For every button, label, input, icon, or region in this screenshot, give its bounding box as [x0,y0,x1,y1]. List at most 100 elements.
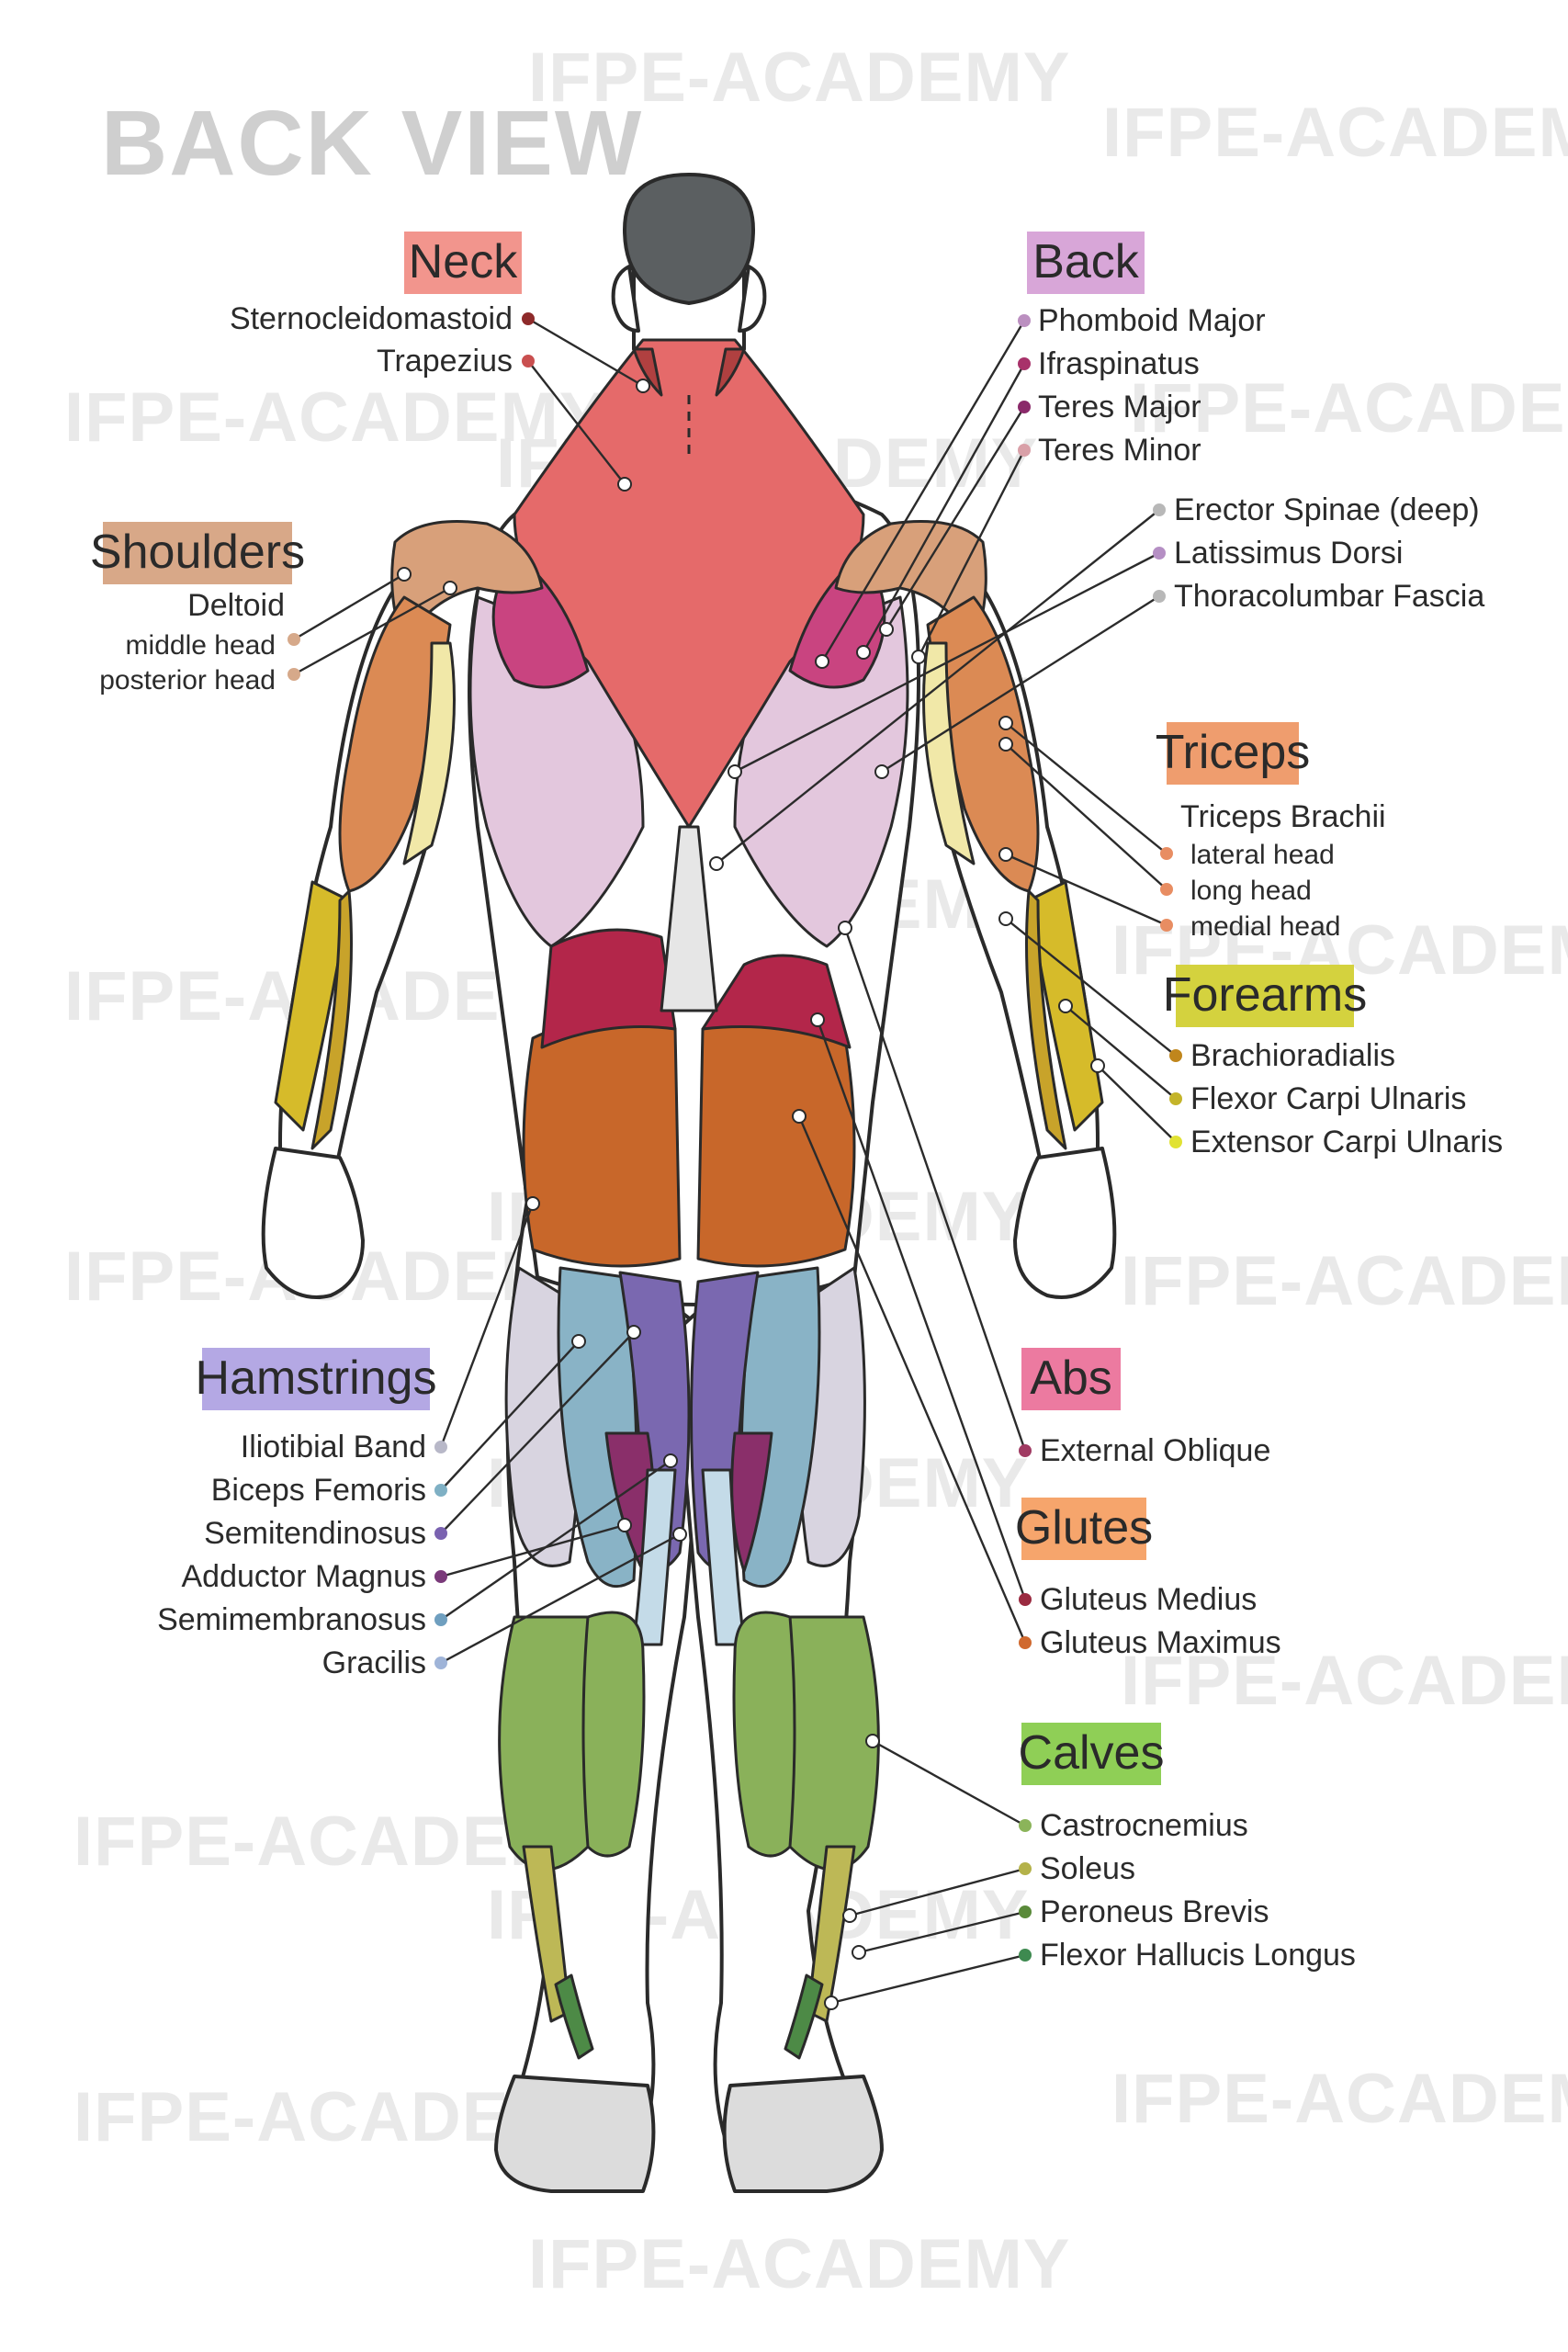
forearms-group: Forearms [1163,965,1367,1027]
label-dot [522,312,535,325]
label-gluteus-maximus: Gluteus Maximus [1040,1625,1281,1660]
leader-end-marker [856,645,871,660]
label-gracilis: Gracilis [322,1645,426,1680]
label-dot [1018,314,1031,327]
label-dot [522,355,535,368]
leader-end-marker [709,856,724,871]
label-dot [1169,1092,1182,1105]
label-dot [434,1570,447,1583]
calves-badge [1021,1723,1161,1785]
watermark-text: IFPE-ACADEMY [1130,369,1568,447]
hamstrings-badge [202,1348,430,1410]
leader-line [440,1331,635,1534]
glutes-title: Glutes [1015,1501,1153,1555]
label-dot [288,633,300,646]
forearms-badge [1176,965,1354,1027]
label-brachioradialis: Brachioradialis [1190,1038,1395,1073]
leader-end-marker [865,1734,880,1748]
leader-line [885,406,1026,630]
label-deltoid-posterior-head: posterior head [99,665,276,695]
leader-end-marker [792,1109,807,1124]
label-triceps-brachii: Triceps Brachii [1180,799,1386,834]
leader-line [862,363,1026,653]
leader-end-marker [998,847,1013,862]
leader-line [734,551,1160,774]
label-dot [1153,590,1166,603]
leader-end-marker [1058,999,1073,1013]
leader-line [1005,853,1168,927]
label-teres-major: Teres Major [1038,390,1201,424]
watermark-text: IFPE-ACADEMY [528,2225,1070,2303]
leader-end-marker [663,1453,678,1468]
triceps-title: Triceps [1156,726,1311,779]
leader-lines [288,312,1182,2010]
leader-end-marker [998,716,1013,730]
leader-line [1065,1005,1177,1100]
label-soleus: Soleus [1040,1851,1135,1886]
label-adductor-magnus: Adductor Magnus [182,1559,427,1594]
leader-line [527,360,626,485]
leader-end-marker [879,622,894,637]
label-dot [1019,1819,1032,1832]
leader-line [830,1953,1026,2005]
label-deltoid: Deltoid [187,588,285,623]
watermark-text: IFPE-ACADEMY [1111,2060,1568,2138]
leader-line [293,572,405,641]
leader-line [440,1460,671,1621]
leader-line [440,1523,626,1578]
leader-line [1005,743,1168,890]
leader-end-marker [626,1325,641,1340]
label-thoracolumbar-fascia: Thoracolumbar Fascia [1174,579,1484,614]
back-badge [1027,232,1145,294]
label-semitendinosus: Semitendinosus [204,1516,426,1551]
label-dot [1160,919,1173,932]
glutes-group: Glutes [1015,1498,1153,1560]
leader-line [527,317,644,388]
label-triceps-medial-head: medial head [1190,911,1340,942]
watermark-text: IFPE-ACADEMY [1102,94,1568,172]
leader-end-marker [617,1518,632,1532]
label-deltoid-middle-head: middle head [126,630,276,661]
label-flexor-carpi-ulnaris: Flexor Carpi Ulnaris [1190,1081,1466,1116]
label-dot [1169,1136,1182,1148]
leader-end-marker [443,581,457,595]
leader-end-marker [397,567,412,582]
leader-line [1097,1065,1177,1143]
back-title: Back [1032,235,1140,288]
label-iliotibial-band: Iliotibial Band [241,1430,426,1464]
label-flexor-hallucis-longus: Flexor Hallucis Longus [1040,1938,1356,1973]
label-peroneus-brevis: Peroneus Brevis [1040,1894,1269,1929]
label-dot [1160,883,1173,896]
leader-end-marker [1090,1058,1105,1073]
shoulders-group: Shoulders [90,522,305,584]
triceps-badge [1167,722,1299,785]
leader-line [843,927,1027,1452]
leader-end-marker [636,379,650,393]
leader-end-marker [571,1334,586,1349]
page-title: BACK VIEW [101,92,643,195]
leader-end-marker [998,737,1013,752]
leader-line [439,1203,535,1448]
abs-title: Abs [1030,1351,1112,1405]
leader-end-marker [852,1945,866,1960]
neck-badge [404,232,522,294]
label-sternocleidomastoid: Sternocleidomastoid [230,301,513,336]
watermark-text: IFPE-ACADEMY [1121,1242,1568,1320]
leader-line [440,1532,681,1665]
label-dot [1160,847,1173,860]
back-group: Back [1027,232,1145,294]
hamstrings-group: Hamstrings [196,1348,436,1410]
label-latissimus-dorsi: Latissimus Dorsi [1174,536,1403,571]
label-dot [1019,1593,1032,1606]
label-dot [1019,1862,1032,1875]
leader-line [716,509,1160,865]
leader-line [872,1739,1026,1827]
leader-line [820,320,1026,662]
abs-badge [1021,1348,1121,1410]
shoulders-title: Shoulders [90,526,305,579]
label-trapezius: Trapezius [377,344,513,379]
shoulders-badge [103,522,292,584]
label-dot [1153,503,1166,516]
